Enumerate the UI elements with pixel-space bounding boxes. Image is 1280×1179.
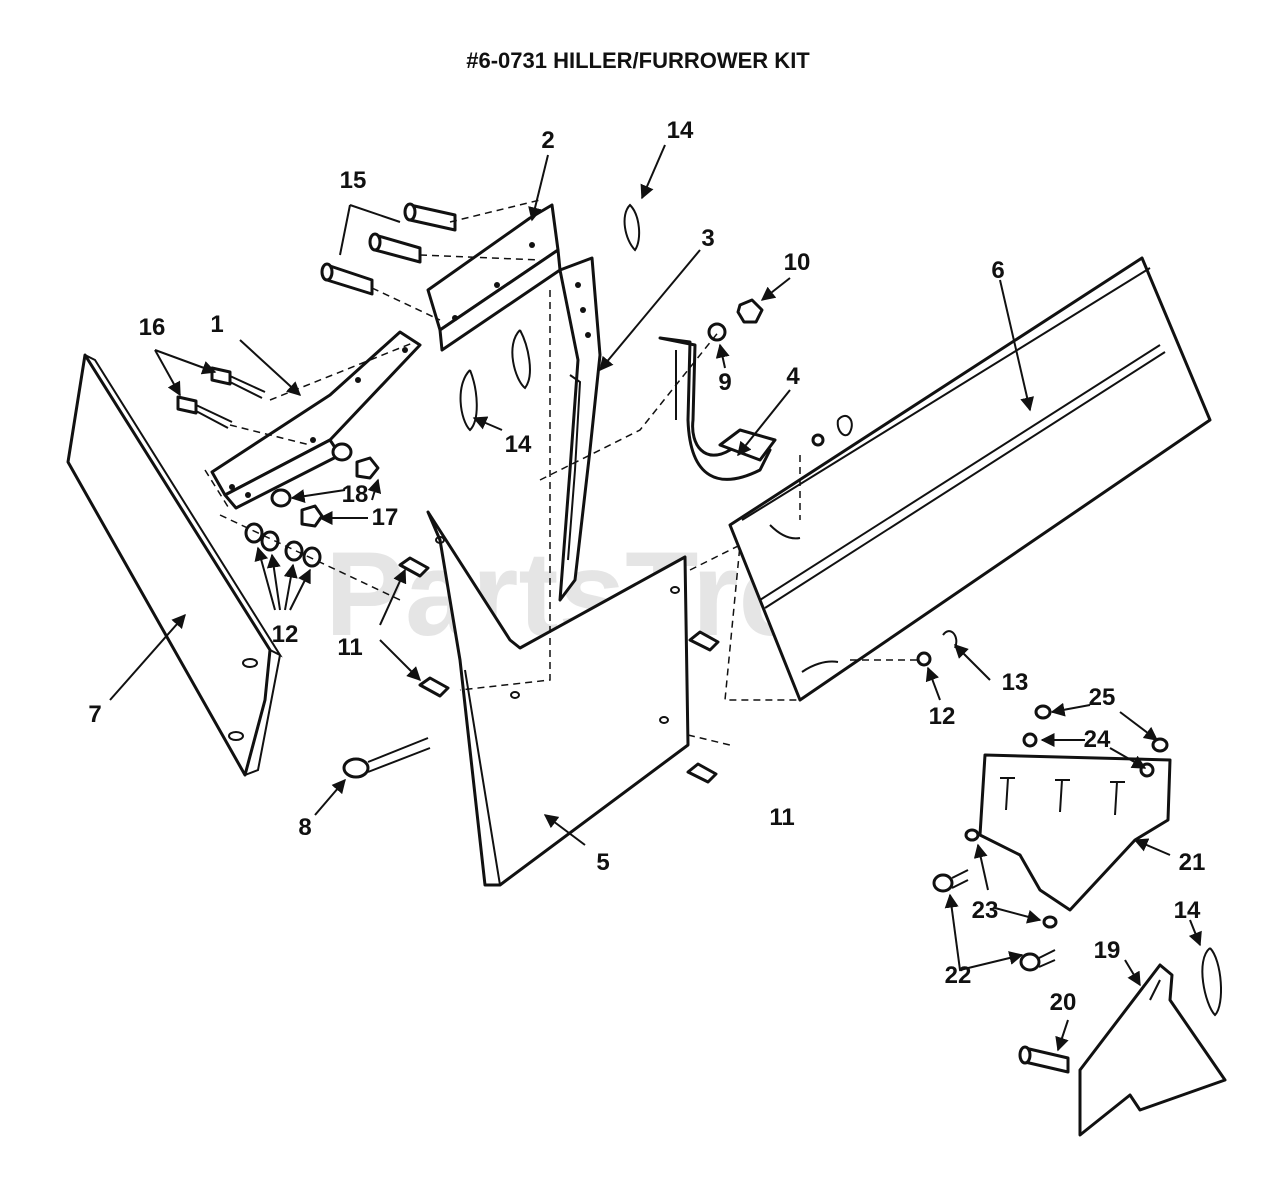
- part-22-25-hardware: [932, 704, 1169, 972]
- callout-labels: 1 2 3 4 5 6 7 8 9 10 11 11 12 12 13 14 1…: [88, 117, 1205, 1016]
- part-11-screws: [398, 556, 720, 784]
- callout-13: 13: [1002, 669, 1029, 696]
- part-12-washers: [244, 522, 322, 568]
- part-17-18-hardware: [270, 442, 380, 528]
- callout-18: 18: [342, 481, 369, 508]
- callout-8: 8: [298, 814, 311, 841]
- callout-11-right: 11: [769, 804, 794, 831]
- part-21-sweep-plate: [978, 753, 1172, 912]
- part-5-shovel: [426, 510, 690, 887]
- callout-6: 6: [991, 257, 1004, 284]
- callout-3: 3: [701, 225, 714, 252]
- part-8-long-bolt: [342, 737, 431, 779]
- part-7-left-wing: [66, 353, 283, 777]
- callout-15: 15: [340, 167, 367, 194]
- part-3-shank: [558, 256, 602, 602]
- part-4-strap: [658, 336, 777, 481]
- callout-23: 23: [972, 897, 999, 924]
- callout-12-right: 12: [929, 703, 956, 730]
- leader-lines: [109, 144, 1202, 1052]
- part-14-hairpins: [459, 203, 1222, 1017]
- part-6-right-wing: [728, 256, 1212, 702]
- callout-21: 21: [1179, 849, 1206, 876]
- part-1-bracket: [210, 330, 422, 510]
- callout-11-left: 11: [337, 634, 362, 661]
- callout-10: 10: [784, 249, 811, 276]
- callout-25: 25: [1089, 684, 1116, 711]
- callout-14-right: 14: [1174, 897, 1201, 924]
- callout-19: 19: [1094, 937, 1121, 964]
- part-9-10-nut-washer: [707, 298, 764, 342]
- callout-14-mid: 14: [505, 431, 532, 458]
- callout-7: 7: [88, 701, 101, 728]
- callout-16: 16: [139, 314, 166, 341]
- callout-20: 20: [1050, 989, 1077, 1016]
- part-2-plate: [426, 203, 562, 352]
- callout-9: 9: [718, 369, 731, 396]
- callout-4: 4: [786, 363, 800, 390]
- callout-12-left: 12: [272, 621, 299, 648]
- callout-1: 1: [210, 311, 223, 338]
- callout-5: 5: [596, 849, 609, 876]
- callout-24: 24: [1084, 726, 1111, 753]
- part-16-bolts: [176, 366, 266, 429]
- callout-2: 2: [541, 127, 554, 154]
- part-19-20-bracket: [1018, 963, 1227, 1137]
- callout-22: 22: [945, 962, 972, 989]
- callout-14-top: 14: [667, 117, 694, 144]
- diagram-title: #6-0731 HILLER/FURROWER KIT: [466, 48, 810, 73]
- part-15-pins: [320, 202, 457, 296]
- callout-17: 17: [372, 504, 399, 531]
